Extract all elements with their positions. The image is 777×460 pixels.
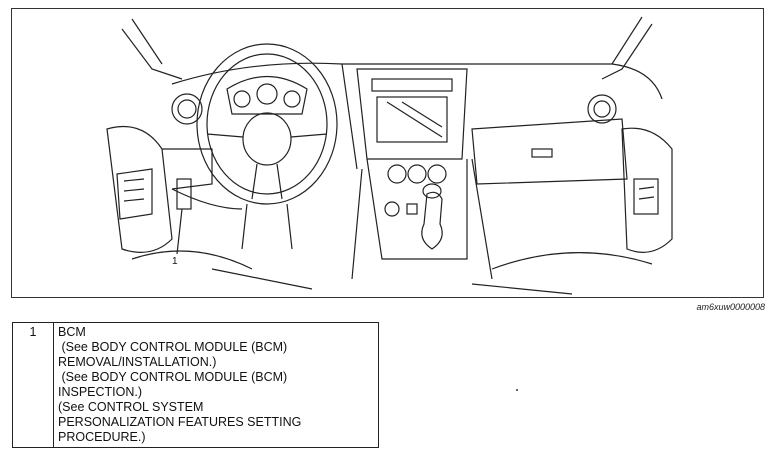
legend-description: BCM (See BODY CONTROL MODULE (BCM) REMOV… bbox=[53, 322, 379, 448]
dashboard-illustration: 1 bbox=[11, 8, 764, 298]
legend-number: 1 bbox=[12, 322, 54, 448]
stray-dot bbox=[516, 389, 518, 391]
legend-line: BCM bbox=[58, 325, 86, 339]
legend-line: REMOVAL/INSTALLATION.) bbox=[58, 355, 217, 369]
legend-line: (See CONTROL SYSTEM bbox=[58, 400, 204, 414]
figure-id: am6xuw0000008 bbox=[696, 302, 765, 312]
legend-table: 1 BCM (See BODY CONTROL MODULE (BCM) REM… bbox=[12, 322, 379, 448]
dashboard-line-drawing bbox=[106, 16, 673, 295]
legend-line: PERSONALIZATION FEATURES SETTING bbox=[58, 415, 302, 429]
table-row: 1 BCM (See BODY CONTROL MODULE (BCM) REM… bbox=[12, 322, 379, 448]
callout-number: 1 bbox=[172, 256, 178, 267]
legend-line: (See BODY CONTROL MODULE (BCM) bbox=[58, 370, 288, 384]
legend-line: PROCEDURE.) bbox=[58, 430, 146, 444]
legend-line: (See BODY CONTROL MODULE (BCM) bbox=[58, 340, 288, 354]
legend-line: INSPECTION.) bbox=[58, 385, 143, 399]
